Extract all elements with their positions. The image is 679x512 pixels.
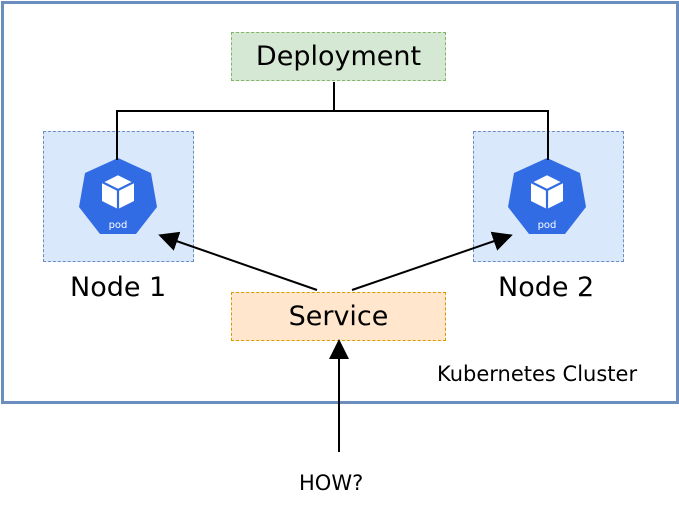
service-label: Service bbox=[288, 301, 389, 332]
pod-icon[interactable]: pod bbox=[78, 155, 158, 237]
pod-label: pod bbox=[109, 220, 128, 231]
pod-icon[interactable]: pod bbox=[507, 155, 587, 237]
node-2-label: Node 2 bbox=[498, 272, 595, 303]
node-1-label: Node 1 bbox=[70, 272, 167, 303]
pod-label: pod bbox=[538, 220, 557, 231]
deployment-label: Deployment bbox=[255, 41, 422, 72]
cluster-label: Kubernetes Cluster bbox=[437, 362, 638, 386]
question-label: HOW? bbox=[299, 471, 364, 495]
deployment-box[interactable]: Deployment bbox=[231, 32, 446, 81]
service-box[interactable]: Service bbox=[231, 292, 446, 341]
